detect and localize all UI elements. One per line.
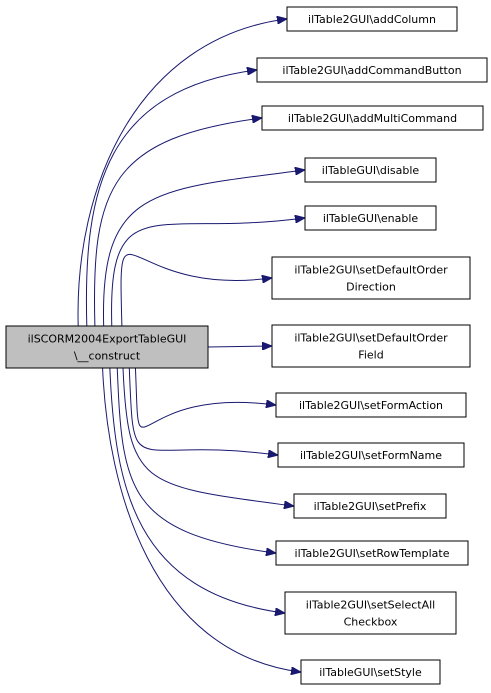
- node-setDefaultOrderField-label-1: ilTable2GUI\setDefaultOrder: [294, 332, 448, 345]
- node-addMultiCommand-box: [261, 105, 484, 131]
- edge-to-setDefaultOrderDirection: [120, 253, 271, 327]
- edge-to-enable: [111, 218, 304, 327]
- node-addColumn-box: [286, 6, 458, 32]
- node-setStyle-label-1: ilTableGUI\setStyle: [319, 666, 422, 679]
- node-setStyle-box: [300, 659, 441, 685]
- node-addColumn-label-1: ilTable2GUI\addColumn: [308, 13, 436, 26]
- edge-to-addMultiCommand: [93, 118, 261, 327]
- node-addMultiCommand-label-1: ilTable2GUI\addMultiCommand: [288, 112, 457, 125]
- node-disable[interactable]: ilTableGUI\disable: [304, 157, 437, 183]
- nodes: ilSCORM2004ExportTableGUI \__construct ilT…: [5, 6, 488, 685]
- node-setDefaultOrderDirection-label-2: Direction: [346, 281, 396, 294]
- node-setFormAction-label-1: ilTable2GUI\setFormAction: [299, 399, 443, 412]
- node-setRowTemplate-label-1: ilTable2GUI\setRowTemplate: [295, 547, 450, 560]
- node-disable-label-1: ilTableGUI\disable: [322, 164, 420, 177]
- node-setFormName-box: [277, 442, 465, 468]
- node-setFormAction[interactable]: ilTable2GUI\setFormAction: [275, 392, 467, 418]
- node-setPrefix-label-1: ilTable2GUI\setPrefix: [314, 500, 427, 513]
- edge-to-setDefaultOrderField: [207, 346, 271, 347]
- node-addCommandButton-label-1: ilTable2GUI\addCommandButton: [282, 64, 461, 77]
- edges: [77, 19, 304, 672]
- node-setDefaultOrderDirection-label-1: ilTable2GUI\setDefaultOrder: [294, 264, 448, 277]
- node-setRowTemplate-box: [275, 540, 469, 566]
- node-enable[interactable]: ilTableGUI\enable: [304, 205, 437, 231]
- node-setDefaultOrderDirection-box: [271, 256, 471, 300]
- node-disable-box: [304, 157, 437, 183]
- node-setSelectAllCheckbox-label-1: ilTable2GUI\setSelectAll: [306, 599, 435, 612]
- node-setSelectAllCheckbox-box: [284, 591, 457, 635]
- node-addMultiCommand[interactable]: ilTable2GUI\addMultiCommand: [261, 105, 484, 131]
- source-node-label-2: \__construct: [74, 350, 141, 363]
- node-setDefaultOrderField-box: [271, 324, 471, 368]
- node-setStyle[interactable]: ilTableGUI\setStyle: [300, 659, 441, 685]
- node-setFormAction-box: [275, 392, 467, 418]
- edge-to-addCommandButton: [85, 70, 256, 327]
- edge-to-setPrefix: [122, 367, 293, 506]
- source-node[interactable]: ilSCORM2004ExportTableGUI \__construct: [5, 325, 209, 369]
- node-enable-box: [304, 205, 437, 231]
- node-setSelectAllCheckbox-label-2: Checkbox: [344, 616, 398, 629]
- edge-to-setFormAction: [134, 367, 275, 428]
- node-addCommandButton-box: [256, 57, 488, 83]
- edge-to-setSelectAllCheckbox: [109, 367, 284, 613]
- node-addColumn[interactable]: ilTable2GUI\addColumn: [286, 6, 458, 32]
- edge-to-setRowTemplate: [116, 367, 275, 553]
- node-setRowTemplate[interactable]: ilTable2GUI\setRowTemplate: [275, 540, 469, 566]
- edge-to-setStyle: [102, 367, 300, 672]
- edge-to-addColumn: [77, 19, 286, 327]
- node-addCommandButton[interactable]: ilTable2GUI\addCommandButton: [256, 57, 488, 83]
- node-setFormName[interactable]: ilTable2GUI\setFormName: [277, 442, 465, 468]
- node-enable-label-1: ilTableGUI\enable: [323, 212, 419, 225]
- edge-to-setFormName: [128, 367, 277, 455]
- source-node-box: [5, 325, 209, 369]
- edge-to-disable: [103, 170, 304, 327]
- node-setFormName-label-1: ilTable2GUI\setFormName: [300, 449, 442, 462]
- node-setDefaultOrderField-label-2: Field: [358, 349, 383, 362]
- source-node-label-1: ilSCORM2004ExportTableGUI: [28, 333, 187, 346]
- node-setPrefix[interactable]: ilTable2GUI\setPrefix: [293, 493, 447, 519]
- node-setPrefix-box: [293, 493, 447, 519]
